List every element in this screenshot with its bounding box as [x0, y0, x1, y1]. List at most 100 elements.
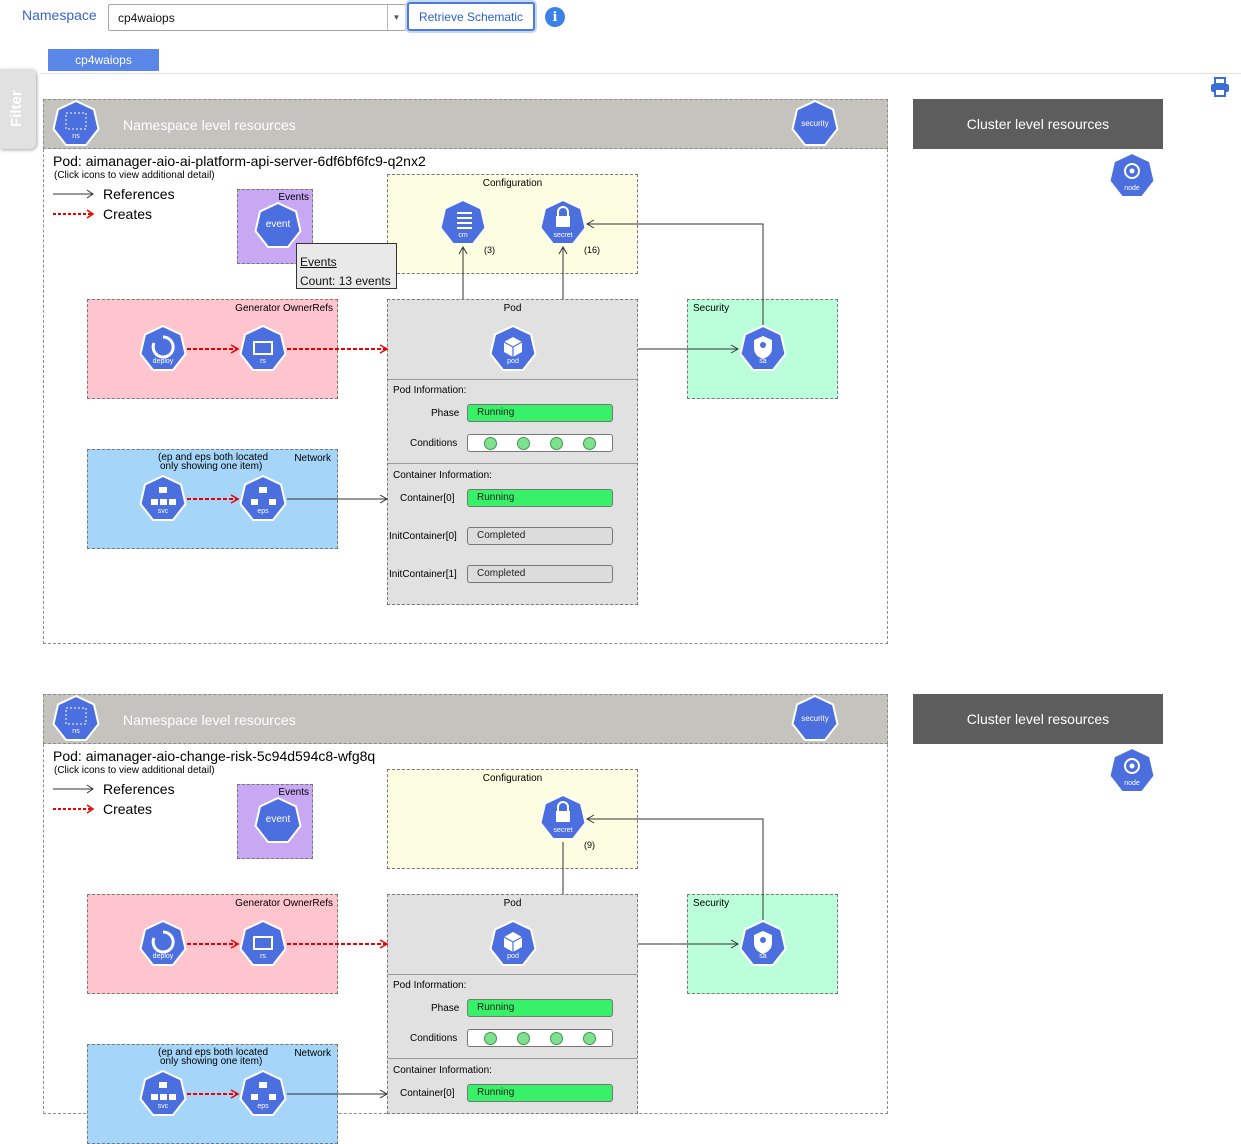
condition-dot[interactable]: [484, 436, 497, 450]
pod-icon[interactable]: pod: [489, 325, 537, 373]
condition-dot[interactable]: [583, 1031, 596, 1045]
configuration-label: Configuration: [482, 773, 543, 784]
namespace-header: Namespace level resources: [43, 99, 888, 149]
node-icon-label: node: [1124, 780, 1140, 787]
secret-icon[interactable]: secret: [539, 794, 587, 842]
chevron-down-icon[interactable]: ▼: [387, 5, 405, 30]
deployment-icon[interactable]: deploy: [139, 325, 187, 373]
pod-icon[interactable]: pod: [489, 920, 537, 968]
tab-divider: [40, 73, 1241, 74]
configmap-icon[interactable]: cm: [439, 199, 487, 247]
endpoints-icon-label: eps: [257, 1103, 269, 1110]
info-icon[interactable]: i: [545, 7, 565, 27]
container-info-label: Container Information:: [393, 470, 492, 481]
node-icon[interactable]: node: [1108, 152, 1156, 200]
configmap-icon-label: cm: [458, 232, 468, 239]
conditions-indicator[interactable]: [467, 434, 613, 452]
namespace-icon-label: ns: [72, 728, 80, 735]
condition-dot[interactable]: [583, 436, 596, 450]
tooltip-title[interactable]: Events: [300, 255, 337, 269]
pod-box-label: Pod: [503, 898, 522, 909]
init-container-name: InitContainer[0]: [389, 531, 457, 542]
generator-ownerrefs-box: Generator OwnerRefs: [87, 299, 338, 399]
event-icon-label: event: [265, 814, 291, 825]
replicaset-icon-label: rs: [260, 358, 266, 365]
init-container-status[interactable]: Completed: [467, 565, 613, 583]
container-divider: [388, 1058, 637, 1059]
pod-icon-label: pod: [507, 953, 519, 960]
condition-dot[interactable]: [517, 1031, 530, 1045]
configmap-count: (3): [484, 245, 495, 255]
secret-count: (16): [584, 245, 601, 255]
condition-dot[interactable]: [550, 436, 563, 450]
phase-label: Phase: [431, 408, 460, 419]
tooltip-count: Count: 13 events: [300, 274, 391, 288]
container-info-label: Container Information:: [393, 1065, 492, 1076]
init-container-name: InitContainer[1]: [389, 569, 457, 580]
serviceaccount-icon-label: sa: [759, 358, 767, 365]
security-icon[interactable]: security: [791, 695, 839, 743]
phase-status[interactable]: Running: [467, 404, 613, 422]
deployment-icon[interactable]: deploy: [139, 920, 187, 968]
service-icon[interactable]: svc: [139, 475, 187, 523]
service-icon-label: svc: [157, 1103, 169, 1110]
tab-cp4waiops[interactable]: cp4waiops: [48, 49, 159, 71]
service-icon-label: svc: [157, 508, 169, 515]
namespace-label: Namespace: [22, 7, 97, 23]
event-icon[interactable]: event: [254, 202, 302, 250]
container-divider: [388, 463, 637, 464]
phase-status[interactable]: Running: [467, 999, 613, 1017]
namespace-select[interactable]: cp4waiops ▼: [108, 4, 406, 31]
legend-creates: Creates: [103, 206, 153, 222]
endpoints-icon[interactable]: eps: [239, 1070, 287, 1118]
security-box-label: Security: [693, 898, 730, 909]
phase-label: Phase: [431, 1003, 460, 1014]
container-status[interactable]: Running: [467, 489, 613, 507]
serviceaccount-icon-label: sa: [759, 953, 767, 960]
pod-box-label: Pod: [503, 303, 522, 314]
security-box-label: Security: [693, 303, 730, 314]
node-icon[interactable]: node: [1108, 747, 1156, 795]
service-icon[interactable]: svc: [139, 1070, 187, 1118]
cluster-header: Cluster level resources: [913, 694, 1163, 744]
endpoints-icon-label: eps: [257, 508, 269, 515]
retrieve-schematic-button[interactable]: Retrieve Schematic: [407, 2, 535, 31]
security-icon-label: security: [801, 119, 829, 128]
pod-subtitle: (Click icons to view additional detail): [54, 170, 215, 181]
conditions-indicator[interactable]: [467, 1029, 613, 1047]
configuration-box: Configuration: [387, 769, 638, 869]
namespace-select-value: cp4waiops: [118, 11, 175, 25]
condition-dot[interactable]: [484, 1031, 497, 1045]
pod-divider: [388, 379, 637, 380]
serviceaccount-icon[interactable]: sa: [739, 325, 787, 373]
replicaset-icon[interactable]: rs: [239, 325, 287, 373]
replicaset-icon-label: rs: [260, 953, 266, 960]
container-status[interactable]: Running: [467, 1084, 613, 1102]
event-icon[interactable]: event: [254, 797, 302, 845]
network-label: Network: [294, 1048, 331, 1059]
deployment-icon-label: deploy: [152, 953, 174, 960]
replicaset-icon[interactable]: rs: [239, 920, 287, 968]
init-container-status[interactable]: Completed: [467, 527, 613, 545]
configuration-box: Configuration: [387, 174, 638, 274]
endpoints-icon[interactable]: eps: [239, 475, 287, 523]
container-name: Container[0]: [400, 493, 455, 504]
condition-dot[interactable]: [517, 436, 530, 450]
security-icon[interactable]: security: [791, 100, 839, 148]
namespace-icon[interactable]: ns: [52, 100, 100, 148]
pod-divider: [388, 974, 637, 975]
condition-dot[interactable]: [550, 1031, 563, 1045]
legend-references: References: [103, 781, 175, 797]
network-note-line1: (ep and eps both located: [158, 452, 269, 463]
legend-lines: [53, 784, 95, 814]
generator-ownerrefs-label: Generator OwnerRefs: [235, 303, 333, 314]
serviceaccount-icon[interactable]: sa: [739, 920, 787, 968]
security-icon-label: security: [801, 714, 829, 723]
namespace-icon[interactable]: ns: [52, 695, 100, 743]
printer-icon[interactable]: [1209, 76, 1231, 98]
secret-icon[interactable]: secret: [539, 199, 587, 247]
filter-tab[interactable]: Filter: [0, 69, 36, 149]
